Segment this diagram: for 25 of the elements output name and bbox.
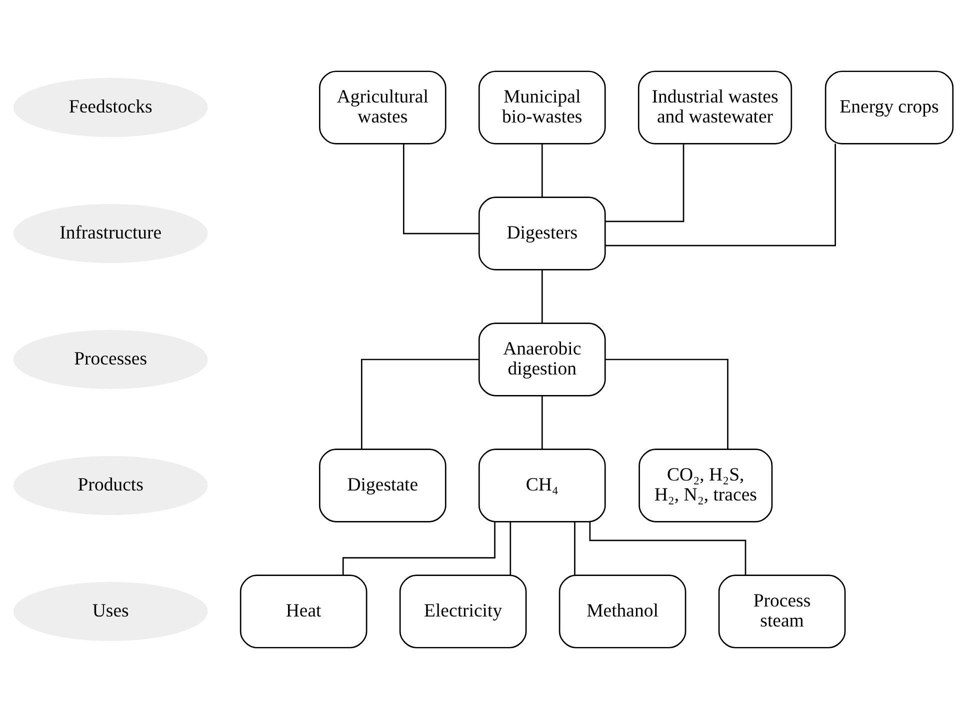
connector	[342, 522, 496, 574]
node-box: Heat	[240, 574, 368, 648]
node-box: Industrial wastes and wastewater	[638, 70, 792, 144]
connector	[606, 358, 728, 449]
connector	[605, 143, 836, 246]
connector	[541, 143, 543, 197]
node-box: Electricity	[399, 574, 527, 648]
node-box: Energy crops	[824, 70, 954, 144]
connector	[541, 269, 543, 323]
connector	[589, 521, 746, 575]
node-box: Agricultural wastes	[319, 70, 446, 144]
connector	[541, 395, 543, 449]
node-box: CO₂, H₂S, H₂, N₂, traces	[638, 448, 773, 522]
connector	[510, 521, 512, 575]
connector	[574, 521, 576, 575]
node-box: Methanol	[558, 574, 686, 648]
node-box: Process steam	[718, 574, 846, 648]
node-box: Digesters	[478, 196, 606, 270]
node-box: Anaerobic digestion	[478, 322, 606, 396]
connector	[605, 144, 684, 222]
node-box: Digestate	[319, 448, 446, 522]
node-box: CH₄	[478, 448, 606, 522]
node-box: Municipal bio-wastes	[478, 70, 606, 144]
connector	[360, 358, 479, 449]
connector	[402, 143, 479, 234]
